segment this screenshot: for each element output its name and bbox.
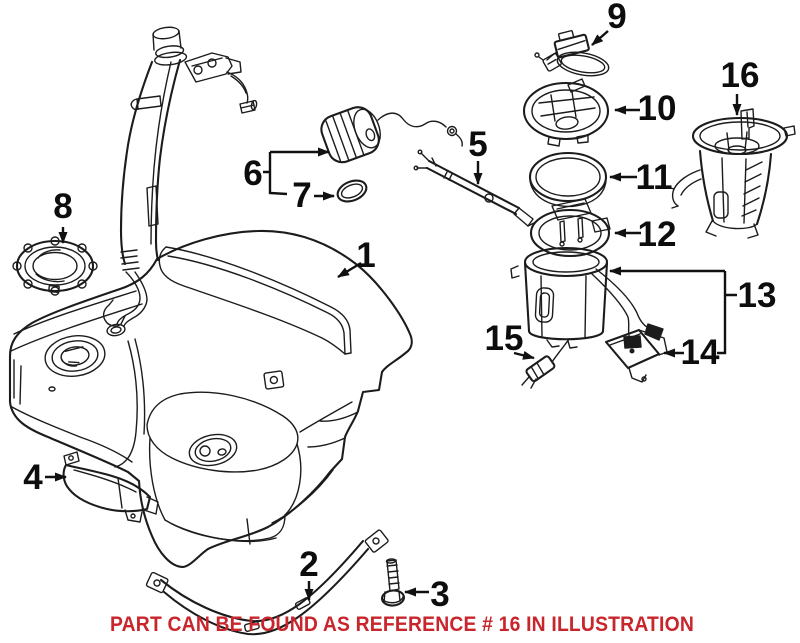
locking-cover-drawing [522, 78, 610, 147]
leader-13-bracket [717, 271, 737, 355]
heat-shield-drawing [62, 451, 159, 523]
part-label-15: 15 [485, 319, 524, 358]
fuel-pump-module-drawing [510, 246, 664, 349]
part-label-4: 4 [23, 458, 43, 497]
sender-flange-drawing [527, 198, 611, 258]
part-label-9: 9 [607, 0, 626, 36]
caption-text: PART CAN BE FOUND AS REFERENCE # 16 IN I… [110, 613, 694, 636]
fuel-tank-drawing [8, 229, 413, 569]
part-label-1: 1 [356, 236, 375, 275]
seal-ring-drawing [528, 151, 608, 208]
part-label-8: 8 [53, 187, 72, 226]
part-label-2: 2 [299, 545, 318, 584]
filler-neck-drawing [116, 26, 258, 327]
part-label-10: 10 [638, 89, 677, 128]
part-label-7: 7 [292, 176, 311, 215]
leader-6-bracket [263, 152, 288, 196]
cap-seal-ring-drawing [336, 179, 368, 203]
part-labels: 1 2 3 4 5 6 7 8 9 10 11 12 13 14 15 16 [23, 0, 776, 614]
part-label-16: 16 [721, 56, 760, 95]
part-label-12: 12 [638, 215, 677, 254]
leader-15 [513, 350, 535, 360]
leader-lines [45, 30, 742, 601]
leader-1 [337, 261, 362, 279]
leader-9 [591, 30, 609, 46]
tank-strap-drawing [145, 529, 389, 636]
part-label-13: 13 [738, 276, 777, 315]
fuel-pump-assembly-drawing [666, 108, 796, 239]
part-label-3: 3 [430, 575, 449, 614]
part-label-11: 11 [636, 158, 673, 197]
strap-bolt-drawing [380, 558, 406, 607]
part-label-6: 6 [243, 154, 262, 193]
pump-connector-drawing [521, 338, 570, 389]
mounting-bracket-drawing [604, 328, 668, 383]
fuel-cap-drawing [320, 106, 463, 164]
locking-ring-drawing [12, 236, 98, 296]
part-label-5: 5 [468, 125, 487, 164]
wiring-connector-drawing [534, 30, 610, 77]
part-label-14: 14 [681, 333, 720, 372]
